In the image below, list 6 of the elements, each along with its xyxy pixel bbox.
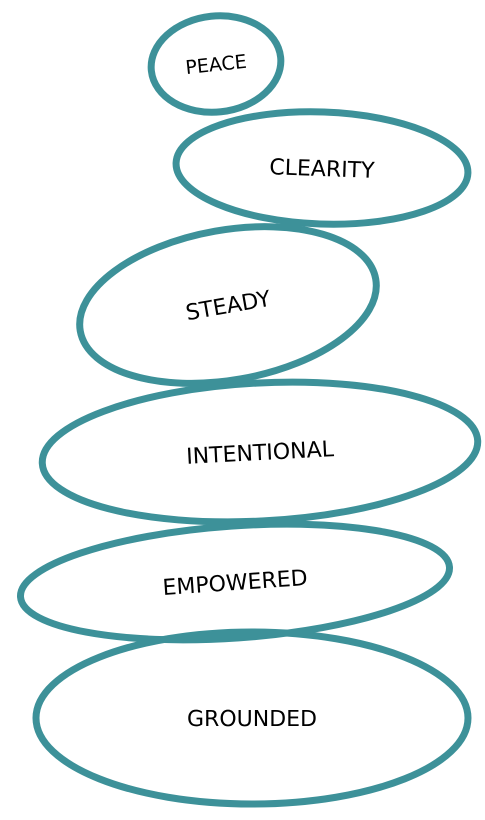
stone: STEADY	[76, 223, 380, 387]
stone: GROUNDED	[32, 628, 472, 808]
stone: PEACE	[148, 12, 284, 116]
stone: INTENTIONAL	[38, 378, 482, 526]
stone: CLEARITY	[172, 108, 472, 228]
stone: EMPOWERED	[17, 520, 453, 644]
